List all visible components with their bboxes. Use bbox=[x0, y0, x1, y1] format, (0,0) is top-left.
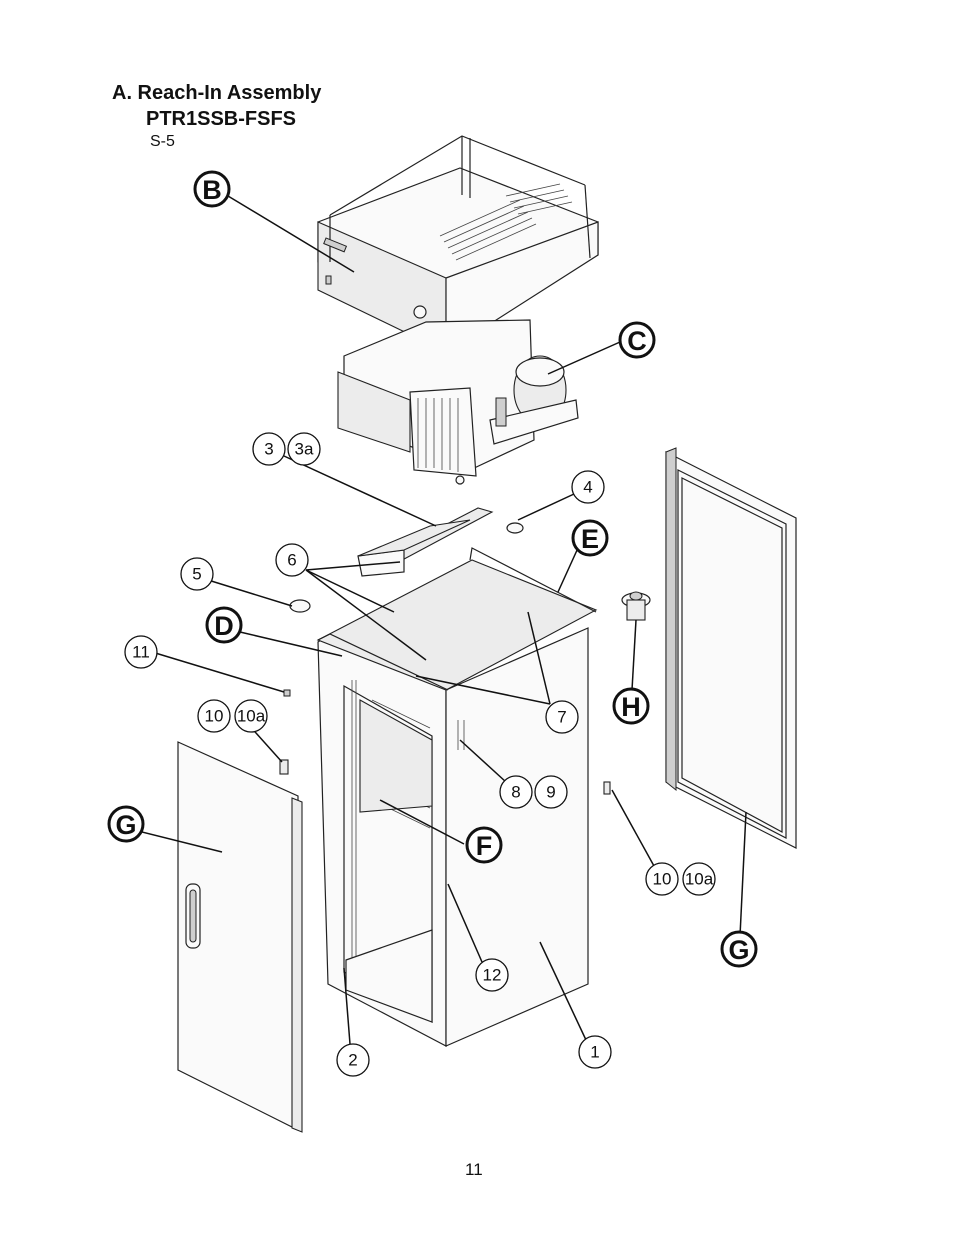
callout-5: 5 bbox=[180, 557, 214, 591]
svg-text:9: 9 bbox=[546, 783, 555, 802]
callout-F: F bbox=[465, 826, 503, 864]
section-title: A. Reach-In Assembly bbox=[112, 82, 322, 104]
callout-B: B bbox=[193, 170, 231, 208]
top-cover-assembly bbox=[317, 135, 599, 354]
svg-text:2: 2 bbox=[348, 1051, 357, 1070]
callout-G-left: G bbox=[107, 805, 145, 843]
svg-text:10a: 10a bbox=[685, 870, 714, 889]
plug-4 bbox=[506, 522, 524, 534]
callout-6: 6 bbox=[275, 543, 309, 577]
callout-9: 9 bbox=[534, 775, 568, 809]
svg-text:11: 11 bbox=[132, 643, 150, 662]
callout-3a: 3a bbox=[287, 432, 321, 466]
svg-text:D: D bbox=[214, 611, 234, 641]
svg-text:G: G bbox=[728, 935, 749, 965]
svg-text:10: 10 bbox=[205, 707, 224, 726]
svg-text:1: 1 bbox=[590, 1043, 599, 1062]
callout-2: 2 bbox=[336, 1043, 370, 1077]
light-fixture bbox=[621, 591, 651, 621]
callout-11: 11 bbox=[124, 635, 158, 669]
callout-E: E bbox=[571, 519, 609, 557]
svg-text:B: B bbox=[202, 175, 222, 205]
callout-10-left: 10 bbox=[197, 699, 231, 733]
svg-text:12: 12 bbox=[483, 966, 502, 985]
revision-code: S-5 bbox=[150, 133, 175, 150]
svg-text:C: C bbox=[627, 326, 647, 356]
callout-10-right: 10 bbox=[645, 862, 679, 896]
callout-4: 4 bbox=[571, 470, 605, 504]
svg-text:3: 3 bbox=[264, 440, 273, 459]
plug-5 bbox=[289, 599, 311, 613]
svg-text:7: 7 bbox=[557, 708, 566, 727]
callout-7: 7 bbox=[545, 700, 579, 734]
model-number: PTR1SSB-FSFS bbox=[146, 108, 297, 130]
svg-text:F: F bbox=[476, 831, 493, 861]
svg-text:E: E bbox=[581, 524, 599, 554]
svg-text:8: 8 bbox=[511, 783, 520, 802]
callout-H: H bbox=[612, 687, 650, 725]
svg-text:G: G bbox=[115, 810, 136, 840]
callout-C: C bbox=[618, 321, 656, 359]
solid-door bbox=[177, 741, 303, 1133]
refrigeration-unit bbox=[337, 319, 579, 485]
svg-text:10a: 10a bbox=[237, 707, 266, 726]
callout-10a-right: 10a bbox=[682, 862, 716, 896]
cabinet-body bbox=[316, 547, 598, 1047]
glass-door bbox=[665, 447, 797, 849]
callout-8: 8 bbox=[499, 775, 533, 809]
page-number: 11 bbox=[465, 1160, 483, 1179]
svg-text:10: 10 bbox=[653, 870, 672, 889]
callout-10a-left: 10a bbox=[234, 699, 268, 733]
callout-1: 1 bbox=[578, 1035, 612, 1069]
callout-D: D bbox=[205, 606, 243, 644]
svg-text:H: H bbox=[621, 692, 641, 722]
svg-text:6: 6 bbox=[287, 551, 296, 570]
hinge-10-right bbox=[603, 781, 611, 795]
callout-3: 3 bbox=[252, 432, 286, 466]
svg-text:4: 4 bbox=[583, 478, 592, 497]
hinge-11 bbox=[283, 689, 291, 697]
svg-text:5: 5 bbox=[192, 565, 201, 584]
svg-text:3a: 3a bbox=[295, 440, 314, 459]
callout-G-right: G bbox=[720, 930, 758, 968]
hinge-10-left bbox=[279, 759, 289, 775]
callout-12: 12 bbox=[475, 958, 509, 992]
